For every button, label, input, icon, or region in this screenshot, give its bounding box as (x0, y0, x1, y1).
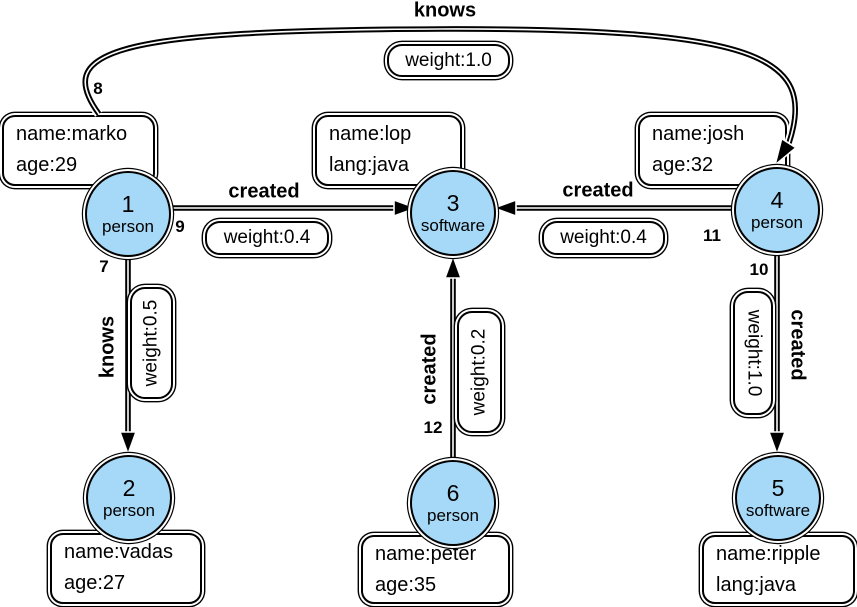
node-id: 1 (121, 191, 135, 217)
node-id: 6 (446, 480, 460, 506)
edge-line-created-6-3 (443, 253, 463, 461)
node-id: 4 (770, 187, 784, 213)
weight-badge-edge-7: weight:0.5 (130, 287, 173, 399)
node-circle-5: 5 software (735, 455, 821, 541)
node-id: 3 (446, 190, 460, 216)
property-box-ripple: name:ripple lang:java (702, 535, 855, 604)
edge-line-created-4-3 (491, 198, 736, 218)
property-line: name:josh (652, 123, 745, 145)
node-type-label: person (427, 506, 479, 525)
weight-badge-edge-9: weight:0.4 (205, 221, 329, 255)
weight-badge-edge-11: weight:0.4 (542, 221, 665, 255)
weight-label: weight:0.4 (560, 227, 647, 248)
weight-label: weight:1.0 (405, 49, 492, 71)
node-id: 5 (771, 475, 785, 501)
node-circle-4: 4 person (734, 167, 820, 253)
node-id: 2 (122, 475, 136, 501)
weight-label: weight:0.4 (223, 227, 311, 248)
edge-line-knows-1-2 (118, 258, 138, 457)
edge-label-created-10: created (786, 309, 809, 381)
arrowhead-knows-1-2 (118, 431, 138, 457)
edge-id-11: 11 (703, 226, 721, 245)
node-circle-3: 3 software (410, 170, 496, 256)
node-circle-6: 6 person (410, 460, 496, 546)
node-type-label: software (420, 216, 486, 235)
edge-line-created-4-5 (767, 254, 787, 457)
edge-line-created-1-3 (170, 198, 419, 218)
property-line: lang:java (329, 154, 410, 176)
edge-label-knows-7: knows (96, 315, 119, 379)
node-type-label: person (751, 213, 803, 232)
property-box-lop: name:lop lang:java (315, 115, 462, 186)
property-line: name:ripple (716, 543, 821, 565)
property-line: name:lop (329, 123, 412, 145)
edge-label-knows-8: knows (413, 0, 477, 22)
edge-line-knows-1-4 (80, 24, 801, 168)
property-line: lang:java (716, 574, 797, 596)
node-circle-1: 1 person (85, 171, 171, 257)
node-type-label: software (745, 501, 811, 520)
arrowhead-created-1-3 (393, 198, 419, 218)
weight-label: weight:1.0 (743, 309, 764, 397)
arrowhead-created-4-3 (491, 198, 517, 218)
property-line: age:29 (16, 154, 78, 176)
node-type-label: person (103, 501, 155, 520)
node-circle-2: 2 person (86, 455, 172, 541)
property-box-marko: name:marko age:29 (2, 115, 155, 186)
edge-id-9: 9 (175, 217, 185, 236)
weight-label: weight:0.5 (140, 299, 162, 387)
property-box-peter: name:peter age:35 (361, 535, 510, 604)
node-type-label: person (102, 217, 154, 236)
property-line: name:vadas (64, 541, 173, 563)
arrowhead-knows-1-4 (773, 137, 798, 168)
property-line: name:marko (16, 123, 128, 145)
weight-badge-edge-12: weight:0.2 (457, 311, 502, 433)
property-line: age:27 (64, 572, 126, 594)
edge-id-7: 7 (99, 257, 109, 276)
arrowhead-created-6-3 (443, 253, 463, 279)
property-line: age:35 (375, 574, 437, 596)
weight-badge-edge-10: weight:1.0 (733, 291, 773, 415)
edge-id-10: 10 (749, 260, 769, 279)
property-line: age:32 (652, 154, 714, 176)
property-line: name:peter (375, 543, 477, 565)
edge-label-created-12: created (418, 333, 441, 405)
edge-label-created-11: created (562, 179, 634, 202)
weight-badge-edge-8: weight:1.0 (387, 44, 510, 77)
arrowhead-created-4-5 (767, 431, 787, 457)
edge-id-12: 12 (423, 418, 443, 437)
weight-label: weight:0.2 (468, 328, 490, 416)
edge-id-8: 8 (93, 79, 103, 98)
edge-label-created-9: created (228, 180, 300, 203)
